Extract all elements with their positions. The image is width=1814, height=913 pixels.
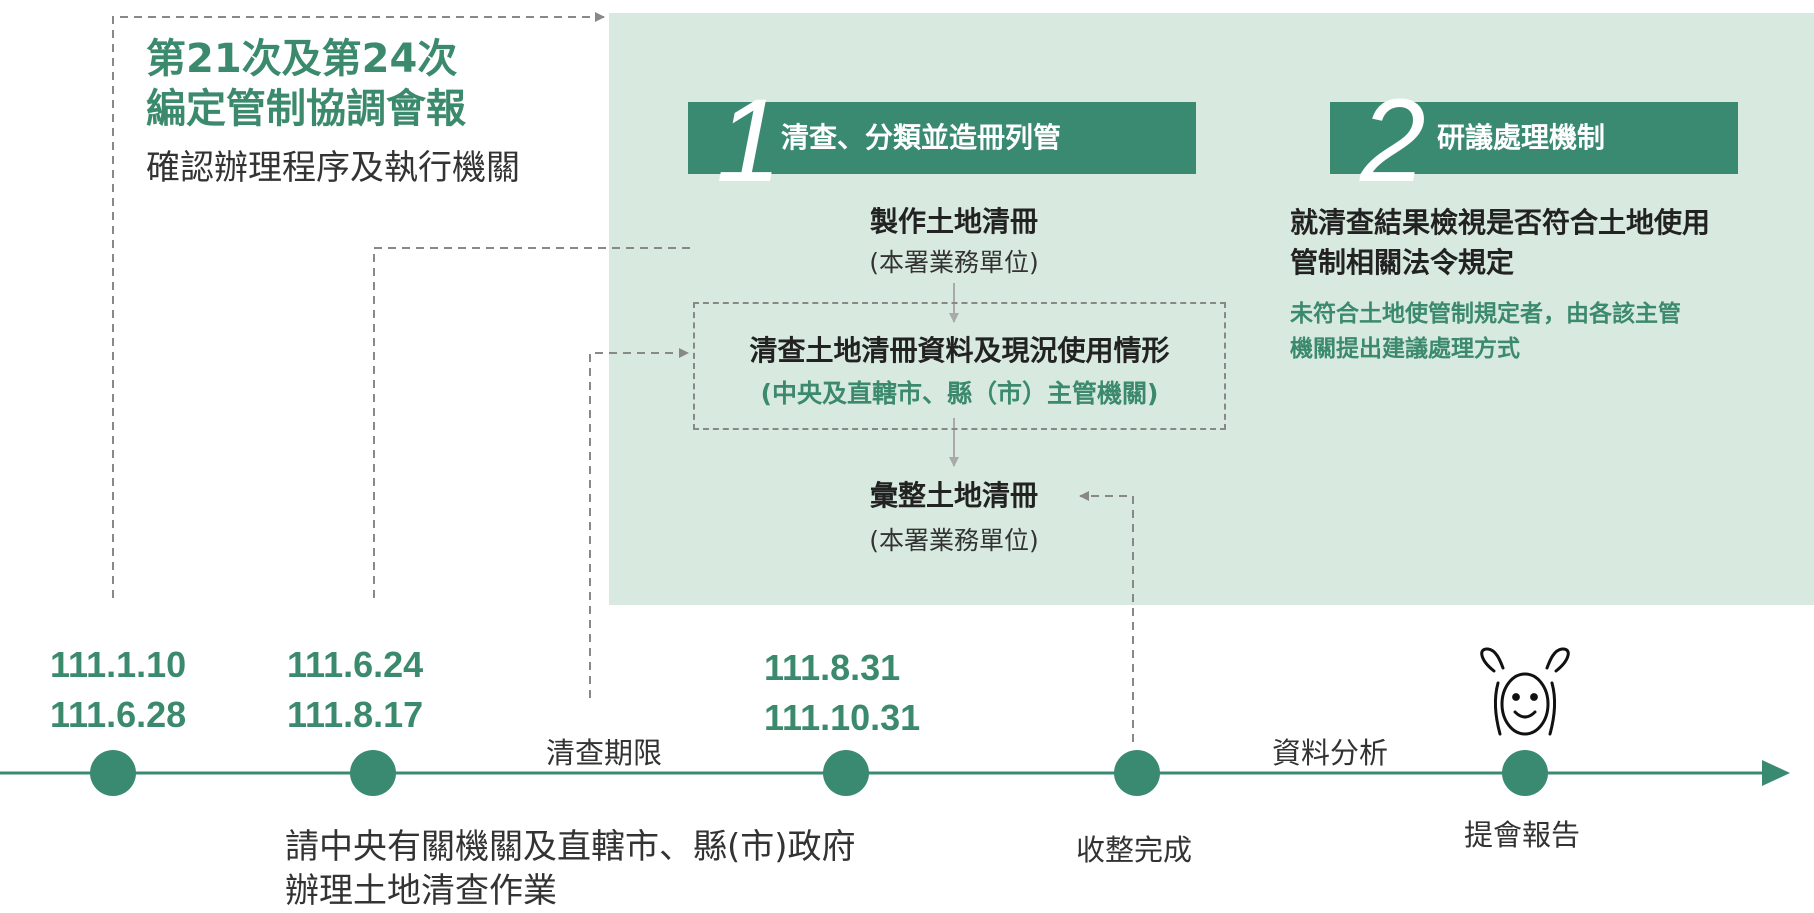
report-milestone: 提會報告 xyxy=(1464,818,1581,852)
step1-header xyxy=(688,102,1196,174)
date-group-2: 111.6.24 111.8.17 xyxy=(287,640,423,740)
compiled-milestone: 收整完成 xyxy=(1076,833,1193,867)
celebrating-person-icon xyxy=(1480,647,1570,736)
timeline-node-2 xyxy=(350,750,396,796)
compile-connector xyxy=(1079,491,1134,742)
request-milestone: 請中央有關機關及直轄市、縣(市)政府 辦理土地清查作業 xyxy=(285,825,856,913)
step1-label: 清查、分類並造冊列管 xyxy=(781,121,1062,154)
make-register-title: 製作土地清冊 xyxy=(869,205,1038,238)
date-end: 111.6.28 xyxy=(50,694,187,735)
meeting-subtitle: 確認辦理程序及執行機關 xyxy=(146,148,520,188)
step2-note: 未符合土地使管制規定者，由各該主管 機關提出建議處理方式 xyxy=(1290,297,1681,367)
timeline-node-5 xyxy=(1502,750,1548,796)
step2-heading-line2: 管制相關法令規定 xyxy=(1290,246,1515,279)
step2-note-line1: 未符合土地使管制規定者，由各該主管 xyxy=(1290,301,1681,327)
date-group-3: 111.8.31 111.10.31 xyxy=(764,643,920,743)
step2-heading: 就清查結果檢視是否符合土地使用 管制相關法令規定 xyxy=(1290,203,1710,283)
inspect-box xyxy=(693,302,1226,430)
inspection-connector xyxy=(589,348,689,698)
step2-note-line2: 機關提出建議處理方式 xyxy=(1290,336,1520,362)
step2-number: 2 xyxy=(1360,75,1426,207)
register-connector xyxy=(373,247,694,598)
date-end: 111.10.31 xyxy=(764,697,921,738)
inspection-deadline-label: 清查期限 xyxy=(546,736,663,770)
meeting-connector xyxy=(112,12,605,598)
timeline-node-1 xyxy=(90,750,136,796)
meeting-title-line1: 第21次及第24次 xyxy=(146,36,458,82)
date-start: 111.1.10 xyxy=(50,644,187,685)
inspect-title: 清查土地清冊資料及現況使用情形 xyxy=(749,334,1170,367)
date-start: 111.6.24 xyxy=(287,644,424,685)
inspect-unit: (中央及直轄市、縣（市）主管機關) xyxy=(760,379,1159,408)
date-start: 111.8.31 xyxy=(764,647,901,688)
make-register-unit: (本署業務單位) xyxy=(869,248,1039,277)
date-group-1: 111.1.10 111.6.28 xyxy=(50,640,186,740)
request-line2: 辦理土地清查作業 xyxy=(285,871,557,911)
step2-label: 研議處理機制 xyxy=(1437,121,1606,154)
timeline-node-3 xyxy=(823,750,869,796)
date-end: 111.8.17 xyxy=(287,694,424,735)
data-analysis-label: 資料分析 xyxy=(1272,736,1389,770)
compile-register-unit: (本署業務單位) xyxy=(869,526,1039,555)
meeting-title: 第21次及第24次 編定管制協調會報 xyxy=(146,34,466,134)
timeline-node-4 xyxy=(1114,750,1160,796)
timeline-arrowhead xyxy=(1762,760,1790,786)
meeting-title-line2: 編定管制協調會報 xyxy=(146,86,466,132)
compile-register-title: 彙整土地清冊 xyxy=(869,479,1038,512)
step2-heading-line1: 就清查結果檢視是否符合土地使用 xyxy=(1290,206,1711,239)
request-line1: 請中央有關機關及直轄市、縣(市)政府 xyxy=(285,827,856,867)
step2-header xyxy=(1330,102,1738,174)
step1-number: 1 xyxy=(716,75,782,207)
